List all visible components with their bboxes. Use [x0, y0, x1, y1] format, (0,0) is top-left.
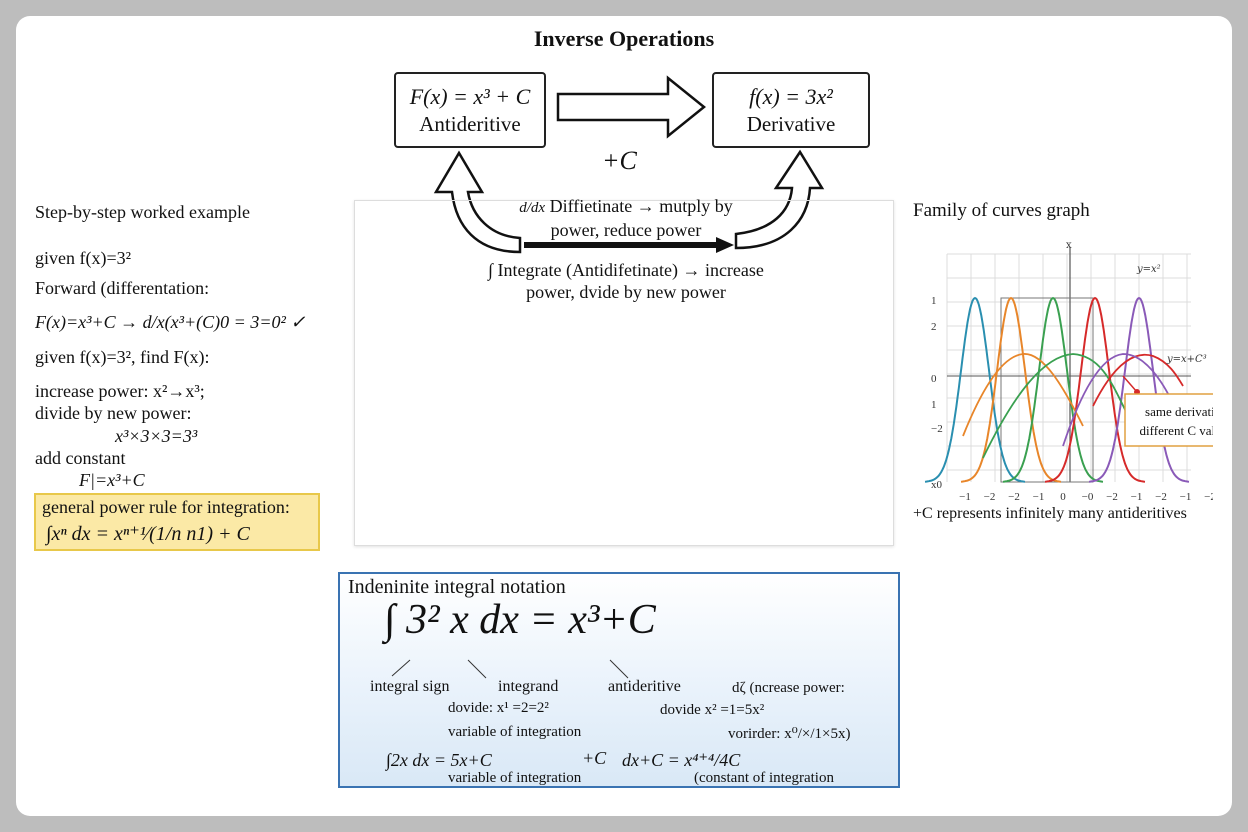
x-tick-label: −2 [1155, 491, 1167, 502]
curve-label: y=x+C³ [1166, 354, 1207, 365]
step-line: F(x)=x³+C → d/x(x³+(C)0 = 3=0² ✓ [35, 312, 306, 332]
y-tick-label: −2 [931, 423, 943, 435]
x-tick-label: −2 [1204, 491, 1213, 502]
notation-main-formula: ∫ 3² x dx = x³+C [384, 597, 656, 643]
label-constant: (constant of integration [694, 770, 834, 786]
flow-arrows [433, 75, 825, 254]
curve [924, 296, 1026, 483]
graph-title: Family of curves graph [913, 200, 1090, 221]
curve [1062, 353, 1184, 447]
antiderivative-box: F(x) = x³ + C Antideritive [394, 72, 546, 148]
differentiate-curved-arrow [734, 149, 825, 250]
y-tick-label: 1 [931, 295, 937, 307]
ddx-symbol: d/dx [519, 200, 546, 216]
antiderivative-label: Antideritive [419, 112, 521, 136]
step-line: F|=x³+C [79, 470, 145, 490]
page-title: Inverse Operations [533, 26, 715, 51]
label-divide-right: dovide x² =1=5x² [660, 702, 765, 718]
antiderivative-formula: F(x) = x³ + C [409, 84, 531, 109]
y-tick-label: 0 [931, 373, 937, 385]
x-tick-label: −1 [959, 491, 971, 502]
derivative-box: f(x) = 3x² Derivative [712, 72, 870, 148]
x-tick-label: −2 [1106, 491, 1118, 502]
y-tick-label: x0 [931, 479, 943, 491]
worked-example-heading: Step-by-step worked example [35, 202, 250, 222]
integrate-line2: power, dvide by new power [526, 282, 726, 302]
curve [1002, 296, 1104, 483]
step-line: Forward (differentation: [35, 278, 210, 298]
example-mid-c: +C [582, 748, 607, 768]
callout-text: same derivative [1145, 404, 1213, 419]
derivative-label: Derivative [746, 112, 836, 136]
callout-arrow [1122, 375, 1138, 393]
power-rule-box: general power rule for integration: ∫xⁿ … [34, 493, 320, 551]
curve [960, 296, 1062, 483]
x-tick-label: −1 [1180, 491, 1192, 502]
integrate-black-arrow-head [716, 237, 734, 253]
curve-label: y=x² [1136, 264, 1161, 275]
label-variable-right: vorirder: x⁰/×/1×5x) [728, 726, 851, 742]
curve [982, 353, 1134, 459]
curve [962, 353, 1084, 437]
label-divide-left: dovide: x¹ =2=2² [448, 700, 549, 716]
board: Inverse Operations F(x) = x³ + C Antider… [16, 16, 1232, 816]
step-line: given f(x)=3², find F(x): [35, 347, 210, 367]
curve [1044, 296, 1146, 483]
notation-pointer-lines [391, 659, 629, 679]
step-line: increase power: x²→x³; [35, 381, 205, 401]
step-line: given f(x)=3² [35, 248, 132, 268]
y-tick-label: 2 [931, 321, 937, 333]
center-panel [354, 200, 894, 546]
notation-box: Indeninite integral notation ∫ 3² x dx =… [338, 572, 900, 788]
label-integral-sign: integral sign [370, 678, 450, 695]
integral-symbol: ∫ [488, 260, 494, 280]
x-tick-label: −1 [1033, 491, 1045, 502]
power-rule-formula: ∫xⁿ dx = xⁿ⁺¹∕(1/n n1) + C [46, 523, 250, 545]
plus-c-label: +C [602, 146, 637, 175]
x-tick-label: −2 [984, 491, 996, 502]
integrate-text: ∫ Integrate (Antidifetinate) → increase … [446, 259, 806, 303]
notation-heading: Indeninite integral notation [348, 576, 566, 598]
graph-caption: +C represents infinitely many antideriti… [913, 505, 1187, 522]
step-line: divide by new power: [35, 403, 192, 423]
callout-text: different C values [1140, 423, 1213, 438]
derivative-formula: f(x) = 3x² [749, 84, 833, 109]
differentiate-line2: power, reduce power [550, 220, 702, 240]
label-right-note: dζ (ncrease power: [732, 680, 845, 696]
power-rule-label: general power rule for integration: [42, 497, 290, 517]
step-line: x³×3×3=3³ [115, 426, 198, 446]
curve [1092, 353, 1184, 407]
example-right-formula: dx+C = x⁴⁺⁴/4C [622, 750, 741, 770]
curve [1088, 296, 1190, 483]
x-tick-label: −1 [1131, 491, 1143, 502]
label-variable-left: variable of integration [448, 724, 582, 740]
x-tick-label: 0 [1060, 491, 1066, 502]
label-antiderivative: antideritive [608, 678, 681, 695]
x-tick-label: −2 [1008, 491, 1020, 502]
label-integrand: integrand [498, 678, 559, 695]
x-tick-label: −0 [1082, 491, 1094, 502]
integrate-curved-arrow [433, 150, 522, 254]
family-of-curves-graph: same derivative different C values y=x² y=x… [924, 240, 1213, 502]
example-left-formula: ∫2x dx = 5x+C [386, 750, 492, 770]
callout-box [1124, 393, 1213, 447]
differentiate-text: d/dx Diffietinate → mutply by power, red… [456, 195, 796, 241]
y-tick-label: 1 [931, 399, 937, 411]
differentiate-line1: Diffietinate → mutply by [549, 196, 733, 216]
integrate-line1: Integrate (Antidifetinate) → increase [497, 260, 764, 280]
label-variable-bottom: variable of integration [448, 770, 582, 786]
forward-block-arrow [556, 75, 706, 139]
step-line: add constant [35, 448, 126, 468]
axis-marker: x [1066, 240, 1072, 251]
